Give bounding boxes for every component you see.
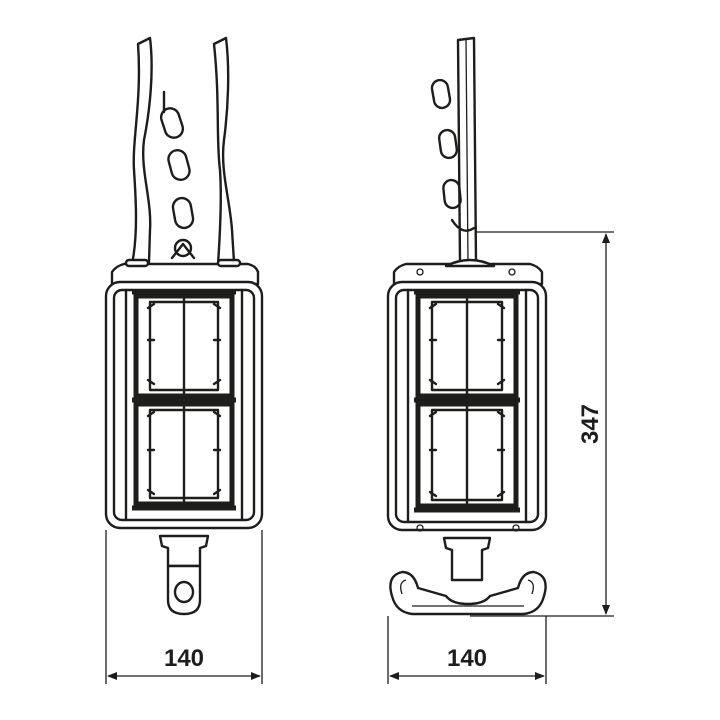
bottom-hook — [166, 564, 202, 616]
socket-lower — [133, 401, 235, 507]
chain — [159, 90, 196, 260]
top-cap — [110, 262, 260, 286]
front-view — [104, 36, 264, 616]
dim-side-width: 140 — [387, 616, 547, 684]
side-top-cap — [392, 262, 544, 286]
dim-front-width: 140 — [105, 530, 263, 684]
socket-upper — [133, 293, 235, 399]
side-cable-gland — [442, 536, 492, 582]
front-width-label: 140 — [164, 645, 204, 672]
side-socket-lower — [415, 401, 519, 509]
side-chain — [430, 78, 476, 232]
side-width-label: 140 — [447, 645, 487, 672]
dim-side-height: 347 — [470, 231, 614, 617]
cable-gland — [158, 534, 210, 568]
side-height-label: 347 — [577, 404, 604, 444]
side-bottom-hook — [389, 570, 547, 616]
right-strap — [212, 36, 236, 266]
side-socket-upper — [415, 293, 519, 399]
side-view — [386, 36, 548, 616]
left-strap — [130, 36, 153, 266]
